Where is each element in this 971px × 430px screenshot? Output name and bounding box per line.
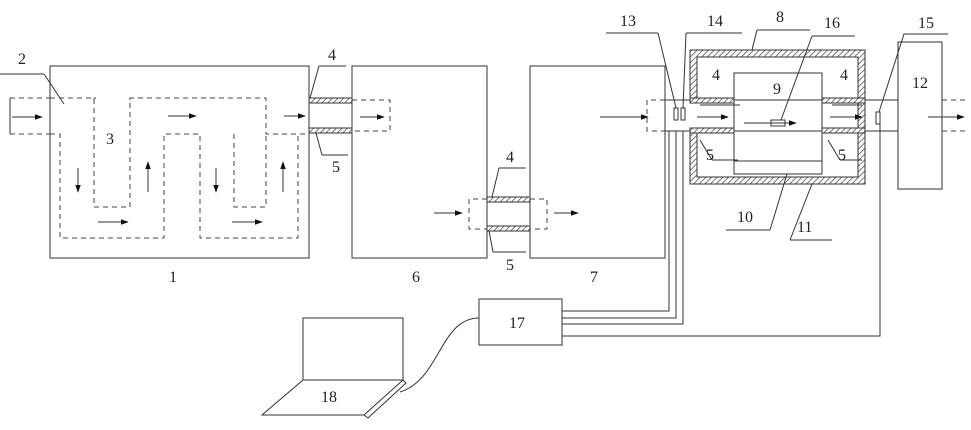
label-4-c: 4 [712, 67, 720, 84]
sleeve-top [487, 197, 530, 202]
sleeve-bottom [309, 128, 352, 133]
label-10: 10 [737, 209, 753, 226]
label-5-a: 5 [332, 159, 340, 176]
signal-wiring [562, 124, 880, 336]
label-13: 13 [620, 13, 636, 30]
unit-7-box [530, 66, 665, 258]
wire-15 [562, 124, 880, 336]
wire-14 [562, 131, 676, 318]
label-11: 11 [797, 219, 812, 236]
label-4-b: 4 [506, 149, 514, 166]
sensor-15 [876, 112, 880, 124]
label-3: 3 [106, 131, 114, 148]
unit-12-box [898, 42, 942, 189]
label-5-d: 5 [838, 147, 846, 164]
label-1: 1 [169, 269, 177, 286]
unit-1 [10, 66, 309, 258]
label-17: 17 [509, 315, 525, 332]
label-4-d: 4 [840, 67, 848, 84]
sleeve-top [822, 98, 865, 103]
sleeve-bottom [690, 128, 734, 133]
sleeve-bottom [822, 128, 865, 133]
channel-6-7 [469, 199, 547, 229]
laptop-edge [364, 380, 406, 418]
unit-1-box [50, 66, 309, 258]
callout-labels: 2 3 1 4 5 6 4 5 7 13 14 8 16 15 4 9 4 12… [18, 9, 934, 406]
laptop-screen [303, 318, 403, 380]
label-5-c: 5 [706, 147, 714, 164]
label-15: 15 [918, 15, 934, 32]
sensor-13 [674, 108, 678, 120]
cable-17-18 [400, 318, 479, 392]
wire-13 [562, 131, 669, 311]
serpentine-channel [50, 98, 309, 238]
label-2: 2 [18, 51, 26, 68]
sleeve-top [309, 98, 352, 103]
unit-6-box [352, 66, 487, 258]
label-9: 9 [773, 81, 781, 98]
connector-1-6 [309, 98, 390, 133]
serpentine-inner [234, 134, 266, 207]
label-14: 14 [707, 13, 723, 30]
label-12: 12 [912, 75, 928, 92]
label-4-a: 4 [328, 47, 336, 64]
outlet-channel-7 [647, 100, 665, 131]
outlet-channel-12 [942, 100, 966, 131]
sleeve-bottom [487, 226, 530, 231]
channel-into-6 [352, 100, 390, 131]
sleeve-top [690, 98, 734, 103]
label-5-b: 5 [506, 257, 514, 274]
label-7: 7 [590, 269, 598, 286]
laptop-18 [262, 318, 479, 418]
sensor-14 [681, 108, 685, 120]
label-18: 18 [321, 389, 337, 406]
label-6: 6 [412, 269, 420, 286]
connector-6-7 [434, 197, 578, 231]
label-8: 8 [776, 9, 784, 26]
inlet-channel [10, 98, 50, 134]
label-16: 16 [824, 15, 840, 32]
